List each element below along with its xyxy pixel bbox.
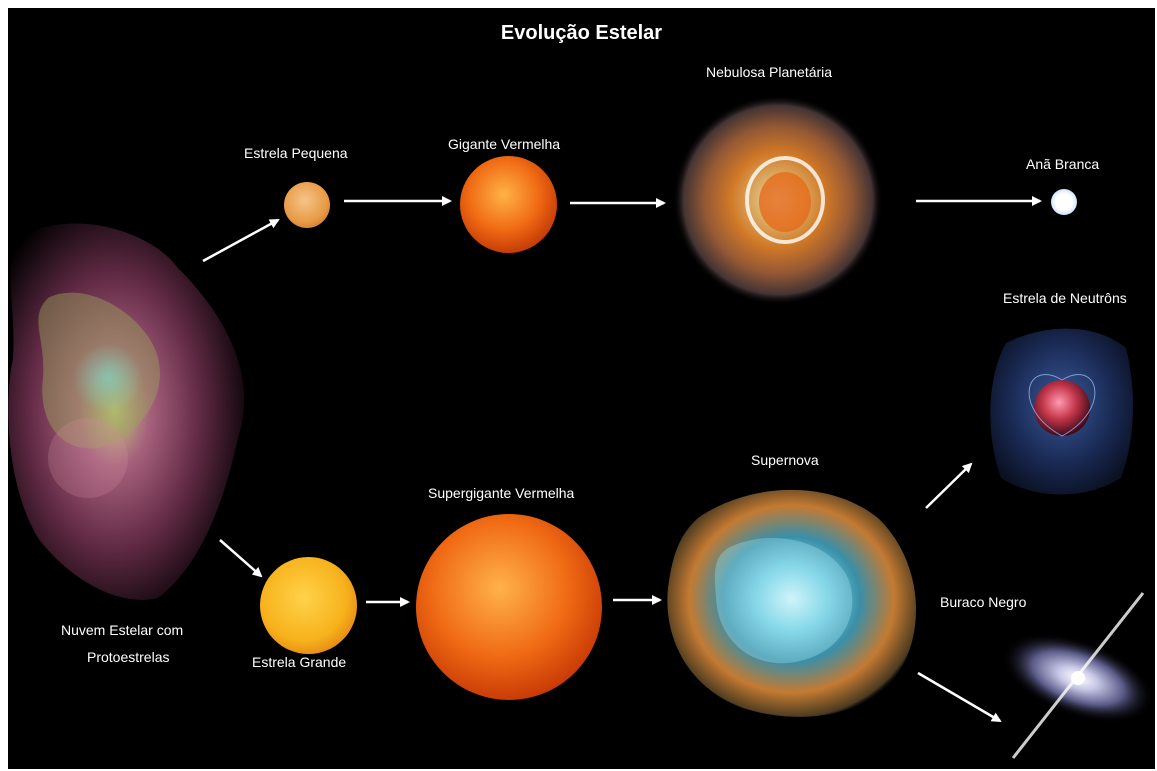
label-red-giant: Gigante Vermelha bbox=[448, 136, 561, 152]
label-small-star: Estrela Pequena bbox=[244, 145, 348, 161]
stellar-cloud-image bbox=[8, 223, 245, 600]
label-white-dwarf: Anã Branca bbox=[1026, 156, 1100, 172]
label-planetary-nebula: Nebulosa Planetária bbox=[706, 64, 833, 80]
label-stellar-cloud-line1: Nuvem Estelar com bbox=[61, 622, 184, 638]
label-red-supergiant: Supergigante Vermelha bbox=[428, 485, 575, 501]
white-dwarf-image bbox=[1051, 189, 1077, 215]
planetary-nebula-image bbox=[673, 95, 883, 305]
supernova-image bbox=[667, 489, 917, 717]
arrow-nebula-to-large-star bbox=[219, 539, 263, 578]
arrow-supernova-to-black-hole bbox=[917, 671, 1002, 723]
label-neutron-star: Estrela de Neutrôns bbox=[1003, 290, 1127, 306]
label-black-hole: Buraco Negro bbox=[940, 594, 1027, 610]
red-giant-image bbox=[460, 156, 557, 253]
large-star-image bbox=[260, 557, 357, 654]
flow-arrows bbox=[202, 196, 1042, 723]
arrow-nebula-to-small-star bbox=[202, 218, 280, 263]
label-large-star: Estrela Grande bbox=[252, 654, 347, 670]
black-hole-image bbox=[1001, 592, 1155, 759]
arrow-supernova-to-neutron-star bbox=[925, 462, 973, 509]
label-stellar-cloud-line2: Protoestrelas bbox=[87, 649, 170, 665]
small-star-image bbox=[284, 182, 330, 228]
label-supernova: Supernova bbox=[751, 452, 819, 468]
red-supergiant-image bbox=[416, 514, 602, 700]
diagram-canvas: Evolução Estelar bbox=[8, 8, 1155, 769]
page-title: Evolução Estelar bbox=[500, 22, 663, 44]
neutron-star-image bbox=[990, 328, 1133, 495]
